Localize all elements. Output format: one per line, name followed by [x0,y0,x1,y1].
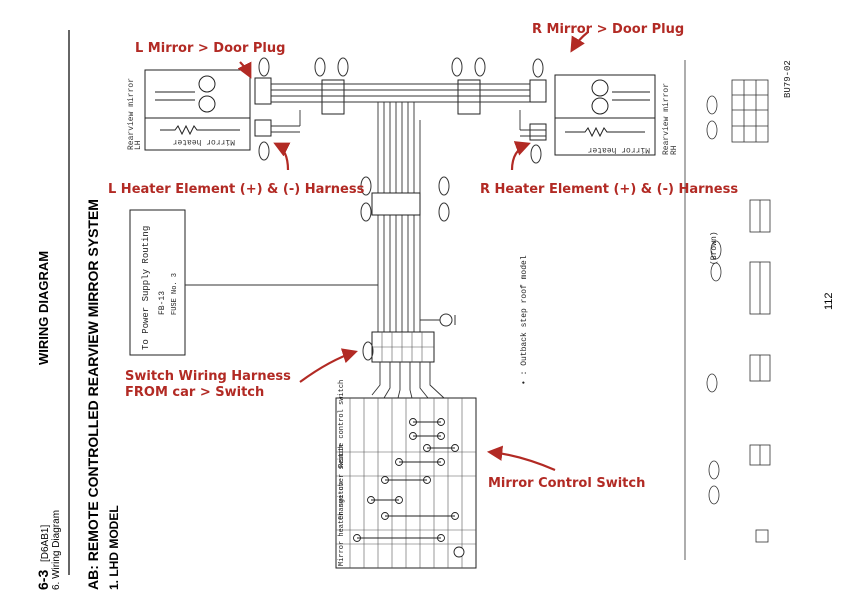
left-mirror-side: LH [134,140,143,150]
arrow-r-mirror-plug [570,31,589,53]
power-box-line1: To Power Supply Routing [141,226,151,350]
connector-d1 [321,79,345,115]
connector-tags-left [258,57,349,161]
arrow-switch-harness [299,348,358,383]
left-heater-label: Mirror heater [172,137,235,146]
model-label: 1. LHD MODEL [107,505,121,590]
ground-symbol [420,313,456,327]
connector-d5 [254,77,272,105]
mid-connector-i2 [371,192,421,216]
right-mirror-label: Rearview mirror [662,83,671,155]
right-heater-label: Mirror heater [587,145,650,154]
figure-code: BU79-02 [783,60,793,98]
section-number: 6-3 [35,570,51,590]
section-code: [D6AB1] [40,525,51,562]
right-heater-element [565,126,645,138]
power-box-line2: FB-13 [158,291,167,315]
page-number: 112 [823,292,835,310]
vertical-wire-trunk [377,102,421,335]
right-mirror-assembly [554,74,656,156]
connector-tags-right [451,57,544,164]
annot-mirror-switch: Mirror Control Switch [488,476,645,491]
right-mirror-side: RH [670,145,679,155]
left-mirror-assembly [144,69,251,151]
connector-d15 [529,79,547,103]
arrow-r-heater [510,141,531,171]
connector-brown-note: (Brown) [710,231,719,265]
arrow-l-mirror-plug [237,61,252,79]
connector-reference-column [684,60,771,560]
arrow-l-heater [273,142,291,171]
right-connectors [457,79,547,141]
connector-d10 [457,79,481,115]
connector-d6 [254,119,272,137]
mirror-control-switch-table: Mirror heater switch Change-over switch … [335,380,477,569]
annot-l-heater: L Heater Element (+) & (-) Harness [108,182,365,197]
top-wire-bundle [271,83,546,137]
annot-l-mirror-plug: L Mirror > Door Plug [135,41,285,56]
right-motor-upper [591,79,609,97]
switch-feed-wires [371,362,445,399]
annot-switch-harness-2: FROM car > Switch [125,385,264,400]
switch-col-changeover: Change-over switch [338,444,346,520]
annot-r-mirror-plug: R Mirror > Door Plug [532,22,684,37]
connector-i6-tag [362,341,374,361]
power-box-line3: FUSE No. 3 [171,273,179,315]
left-connectors [254,77,345,137]
section-subtitle: 6. Wiring Diagram [51,510,62,590]
arrow-mirror-switch [486,445,556,472]
power-supply-box [129,209,186,356]
left-motor-lower [198,95,216,113]
left-heater-element [160,124,240,136]
connector-d16 [529,123,547,141]
left-motor-upper [198,75,216,93]
switch-col-remote: Remote control switch [338,380,346,468]
system-subheading: AB: REMOTE CONTROLLED REARVIEW MIRROR SY… [85,199,101,590]
page-header: 6-3 [D6AB1] 6. Wiring Diagram WIRING DIA… [35,30,121,590]
page-heading: WIRING DIAGRAM [36,251,51,365]
annotation-arrows [237,31,589,472]
switch-col-heater: Mirror heater switch [338,482,346,566]
left-mirror-label: Rearview mirror [127,78,136,150]
right-motor-lower [591,97,609,115]
annot-r-heater: R Heater Element (+) & (-) Harness [480,182,738,197]
outback-note: • : Outback step roof model [520,255,529,385]
annot-switch-harness-1: Switch Wiring Harness [125,369,291,384]
